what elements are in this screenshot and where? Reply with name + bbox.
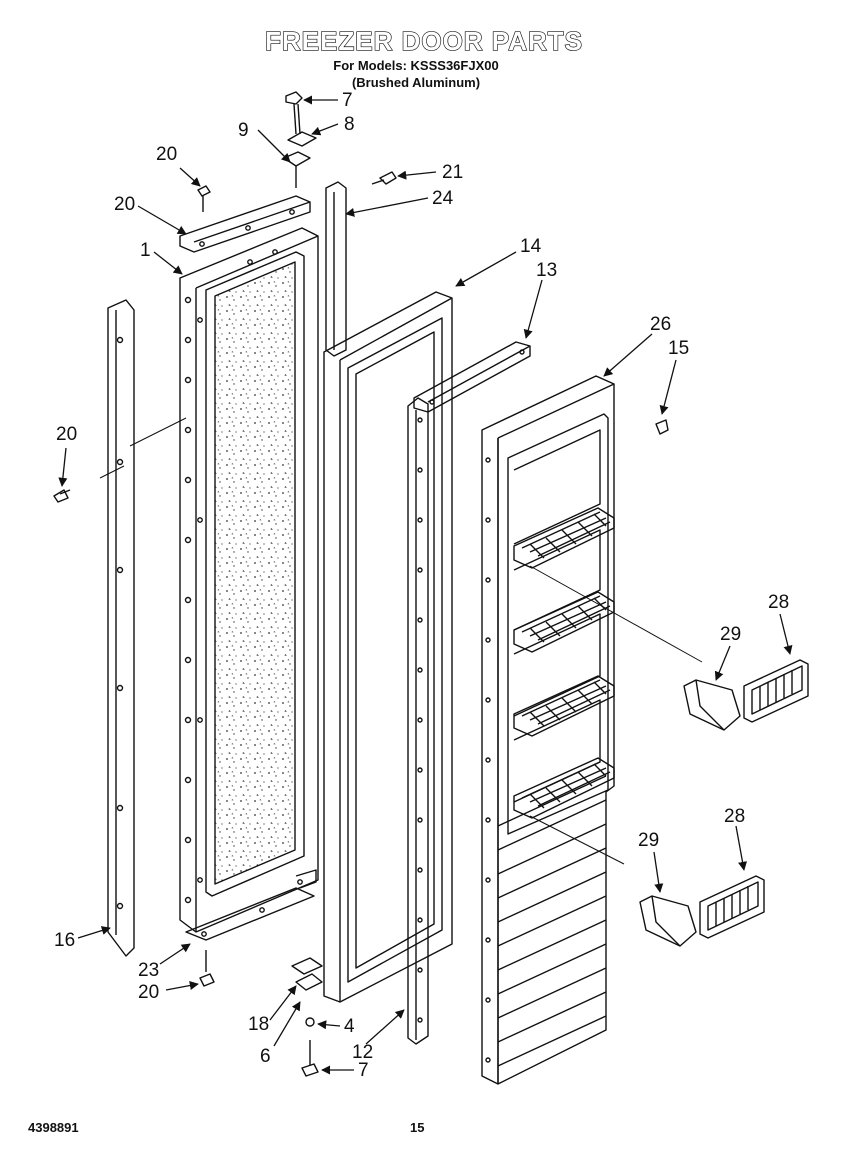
gasket-strip-24 [325,181,347,357]
callout-label: 7 [342,90,353,111]
callout-label: 20 [114,194,135,215]
callout-label: 8 [344,114,355,135]
callout-label: 29 [720,624,741,645]
callout-label: 23 [138,960,159,981]
callout-label: 20 [138,982,159,1003]
callout-label: 24 [432,188,454,209]
door-shelf-2 [513,591,615,653]
callout-label: 1 [140,240,151,261]
shelf-retainer-28-lower [699,875,765,939]
shelf-end-cap-29-upper [683,679,741,731]
page-number: 15 [410,1120,425,1135]
callout-label: 6 [260,1046,271,1067]
door-shelf-4 [513,757,615,819]
side-trim-12 [407,397,429,1045]
bottom-bracket-23 [185,869,317,941]
callout-label: 20 [56,424,77,445]
callout-arrows [58,95,793,1075]
document-number: 4398891 [28,1120,79,1135]
inner-door-liner-26 [481,375,615,1085]
finish-line: (Brushed Aluminum) [351,75,481,90]
callout-label: 12 [352,1042,373,1063]
callout-label: 28 [724,806,745,827]
callout-label: 28 [768,592,789,613]
callout-label: 7 [358,1060,369,1081]
shelf-leader-lines [99,417,703,865]
top-bracket-21 [179,195,311,253]
door-shelf-1 [513,507,615,569]
callout-label: 16 [54,930,75,951]
callout-label: 26 [650,314,671,335]
outer-door-panel-1 [179,227,319,933]
hinge-hardware-bottom [199,950,323,1077]
trim-strip-16 [107,299,135,957]
hinge-hardware-top [53,91,669,503]
callout-label: 18 [248,1014,269,1035]
model-line: For Models: KSSS36FJX00 [333,58,499,73]
callout-label: 13 [536,260,557,281]
callout-label: 15 [668,338,689,359]
page-title: FREEZER DOOR PARTS [264,25,583,56]
door-shelf-3 [513,675,615,737]
callout-label: 29 [638,830,659,851]
callout-label: 21 [442,162,463,183]
shelf-retainer-28-upper [743,659,809,723]
callout-label: 14 [520,236,542,257]
door-liner-14 [323,291,453,1003]
callout-label: 20 [156,144,177,165]
callout-label: 4 [344,1016,355,1037]
liner-trim-13 [413,341,531,413]
callout-label: 9 [238,120,249,141]
shelf-end-cap-29-lower [639,895,697,947]
